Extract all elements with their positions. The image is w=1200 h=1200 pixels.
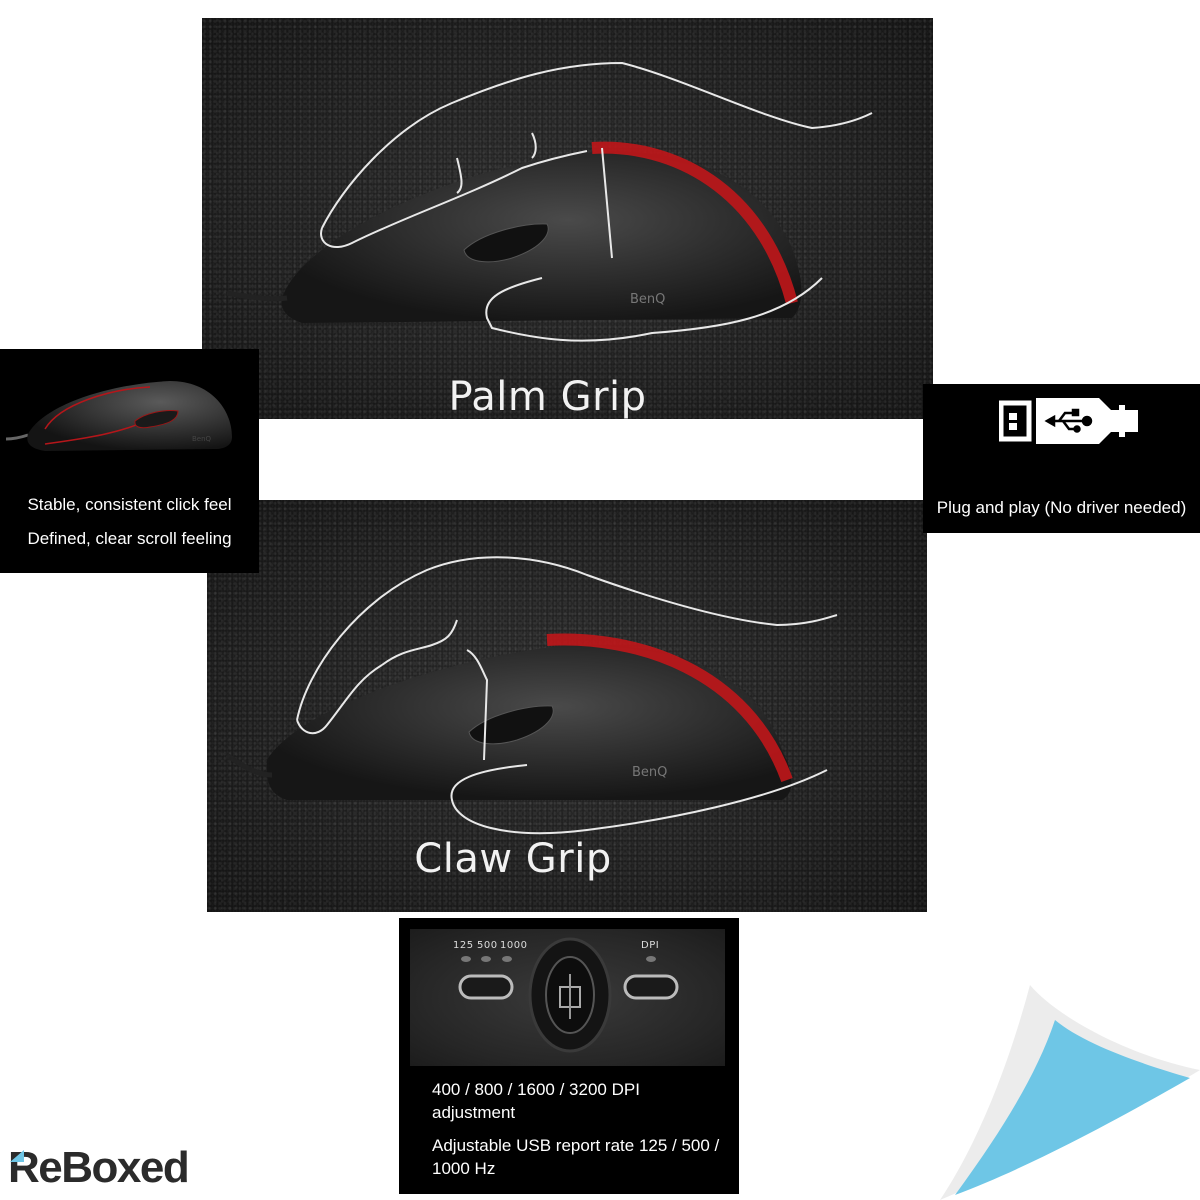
report-rate-label: 125 [453, 940, 474, 951]
logo-text: ReBoxed [8, 1143, 190, 1192]
dpi-report-rate-feature-card: 125 500 1000 DPI 400 / 800 / 1600 / 3200… [399, 918, 739, 1194]
feature-text: Defined, clear scroll feeling [27, 529, 232, 548]
page-fold-icon [10, 1150, 24, 1162]
feature-text: Stable, consistent click feel [27, 495, 232, 514]
claw-grip-illustration: BenQ [225, 556, 838, 835]
report-rate-label: 1000 [500, 940, 528, 951]
dpi-switch-buttons-icon [458, 937, 679, 1053]
brand-mark: BenQ [632, 765, 667, 780]
palm-grip-title: Palm Grip [448, 374, 647, 419]
svg-text:BenQ: BenQ [192, 435, 212, 443]
claw-grip-title: Claw Grip [414, 836, 612, 882]
report-rate-label: 500 [477, 940, 498, 951]
feature-text: Plug and play (No driver needed) [936, 498, 1187, 517]
palm-grip-image: BenQ Palm Grip [202, 18, 933, 419]
mouse-underside-photo: 125 500 1000 DPI [410, 929, 725, 1066]
dpi-label: DPI [641, 940, 660, 951]
plug-and-play-feature-card: Plug and play (No driver needed) [923, 384, 1200, 533]
mouse-icon: BenQ [5, 381, 233, 451]
click-scroll-feature-card: BenQ Stable, consistent click feel Defin… [0, 349, 259, 573]
feature-text: 400 / 800 / 1600 / 3200 DPI adjustment [432, 1080, 640, 1122]
brand-mark: BenQ [630, 292, 665, 307]
reboxed-logo: ReBoxed [8, 1143, 190, 1193]
palm-grip-illustration: BenQ [226, 61, 873, 342]
claw-grip-image: BenQ Claw Grip [207, 500, 927, 912]
usb-plug-icon [999, 398, 1138, 444]
page-curl-icon [940, 985, 1200, 1200]
feature-text: Adjustable USB report rate 125 / 500 / 1… [432, 1136, 720, 1178]
